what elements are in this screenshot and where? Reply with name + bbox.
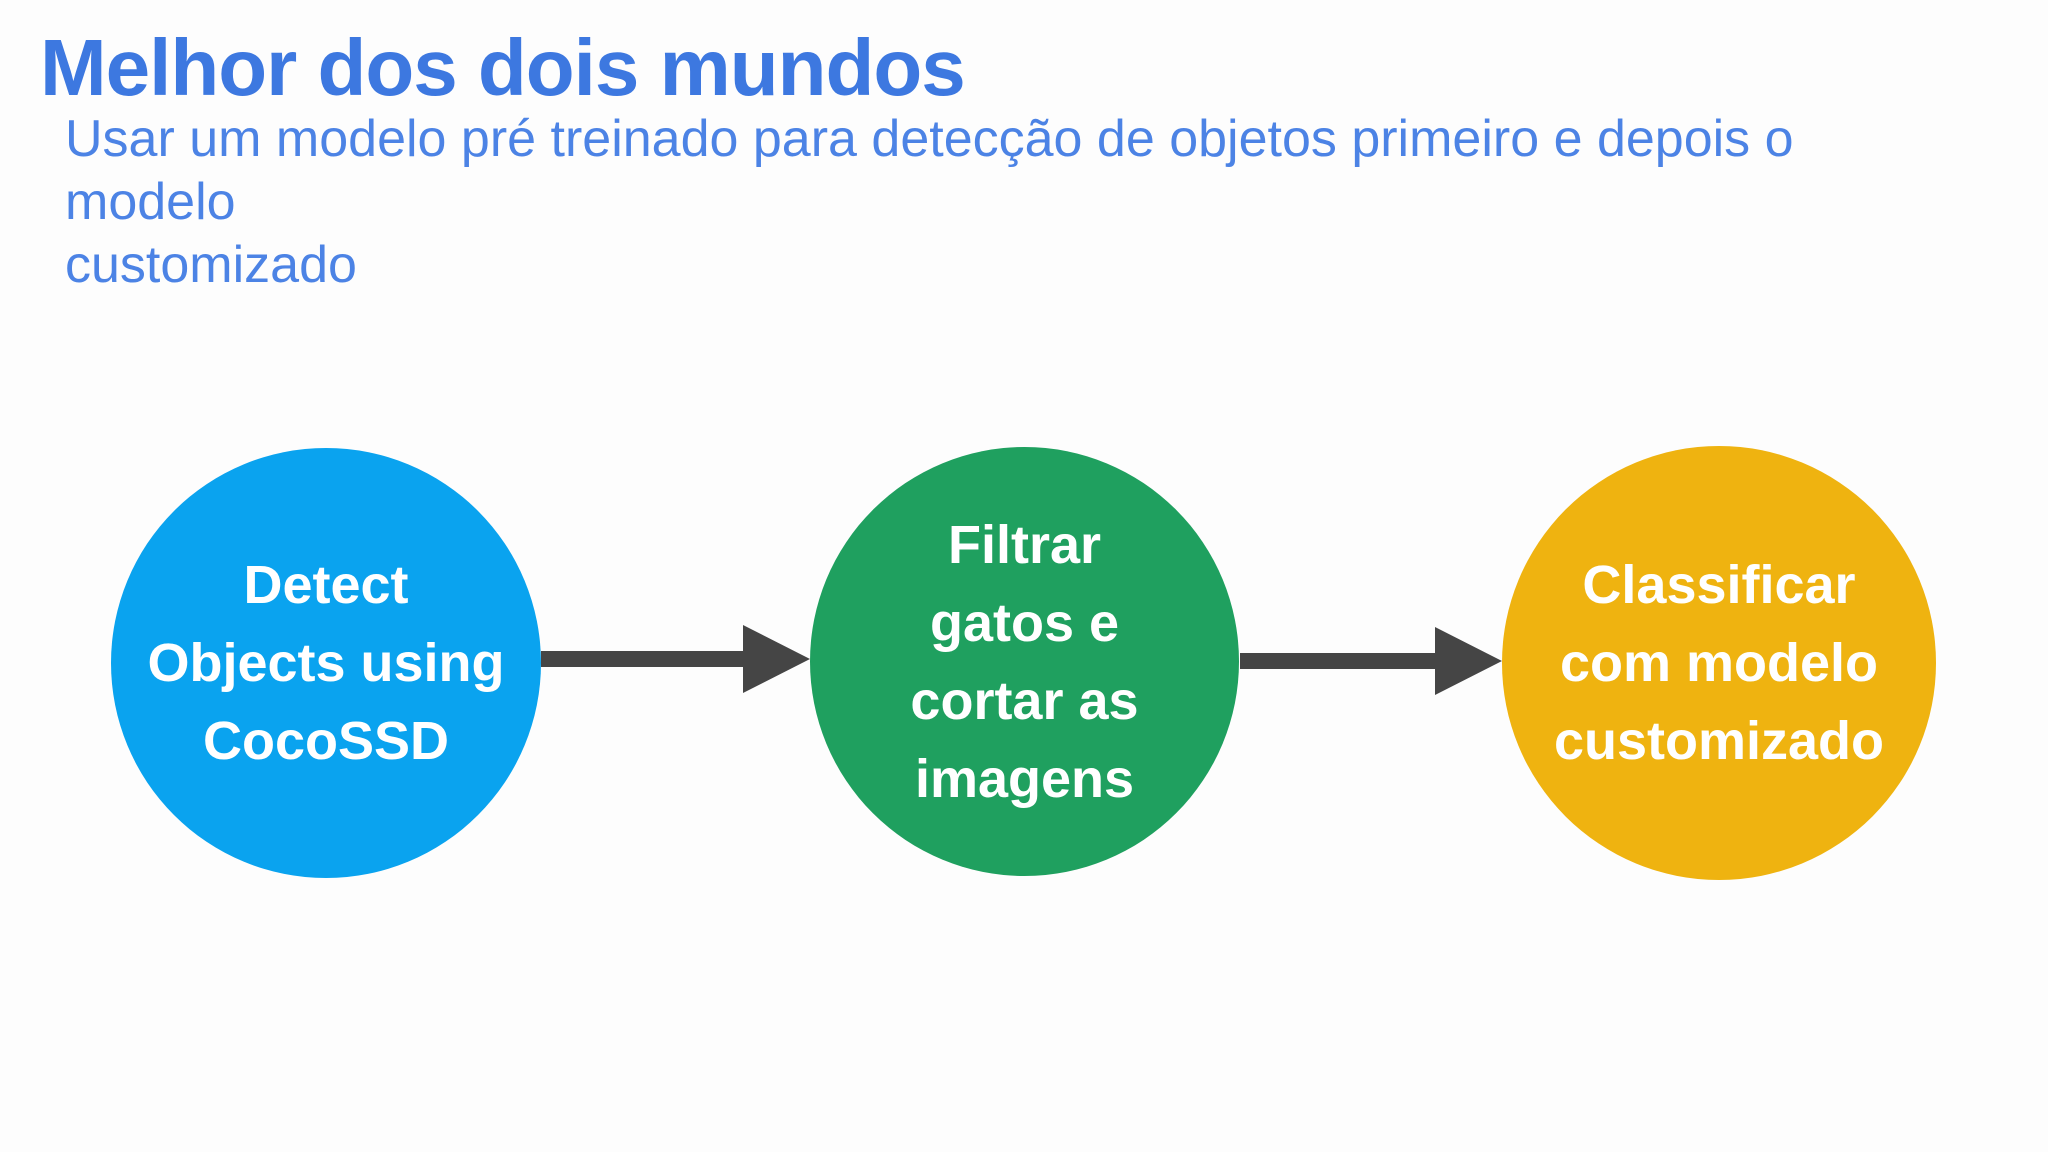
arrow-head — [1435, 627, 1502, 695]
arrow-head — [743, 625, 810, 693]
step-label: Filtrar gatos e cortar as imagens — [910, 514, 1139, 809]
step-label: Detect Objects using CocoSSD — [147, 555, 505, 771]
right-arrow-icon — [541, 625, 810, 693]
step-circle-detect-objects: Detect Objects using CocoSSD — [111, 448, 541, 878]
page-title: Melhor dos dois mundos — [40, 23, 966, 112]
step-label: Classificar com modelo customizado — [1553, 555, 1885, 771]
step-circle-filter-crop: Filtrar gatos e cortar as imagens — [810, 447, 1239, 876]
right-arrow-icon — [1240, 627, 1502, 695]
page-subtitle: Usar um modelo pré treinado para detecçã… — [65, 110, 1794, 294]
step-circle-classify: Classificar com modelo customizado — [1502, 446, 1936, 880]
